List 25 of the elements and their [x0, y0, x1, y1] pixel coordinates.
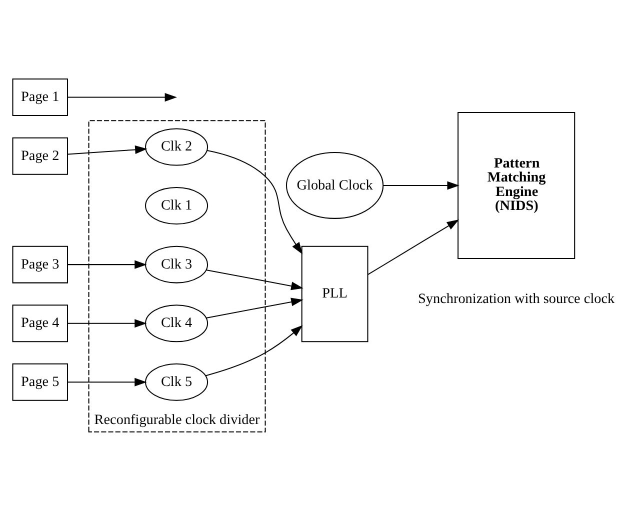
arrow	[68, 378, 147, 386]
node-box: PLL	[301, 246, 368, 342]
arrow	[206, 269, 304, 290]
arrow	[368, 220, 460, 275]
node-box: Page 2	[12, 137, 68, 175]
node-box: Page 4	[12, 304, 68, 342]
arrow	[68, 145, 148, 155]
node-box: Page 3	[12, 246, 68, 284]
node-ellipse: Clk 4	[145, 304, 208, 342]
arrow	[383, 181, 460, 190]
node-ellipse: Clk 2	[145, 128, 208, 166]
node-ellipse: Clk 3	[145, 246, 208, 284]
arrow	[68, 93, 177, 102]
arrow	[206, 298, 304, 318]
arrow	[68, 319, 147, 328]
node-ellipse: Clk 5	[145, 363, 208, 401]
node-box: Page 1	[12, 78, 68, 116]
arrow	[205, 325, 303, 376]
node-ellipse: Clk 1	[145, 187, 208, 225]
node-ellipse: Global Clock	[286, 152, 384, 219]
node-box: Page 5	[12, 363, 68, 401]
arrow	[207, 150, 303, 254]
arrow	[68, 260, 147, 269]
label: Synchronization with source clock	[418, 290, 615, 307]
node-box: Pattern Matching Engine (NIDS)	[458, 112, 576, 259]
